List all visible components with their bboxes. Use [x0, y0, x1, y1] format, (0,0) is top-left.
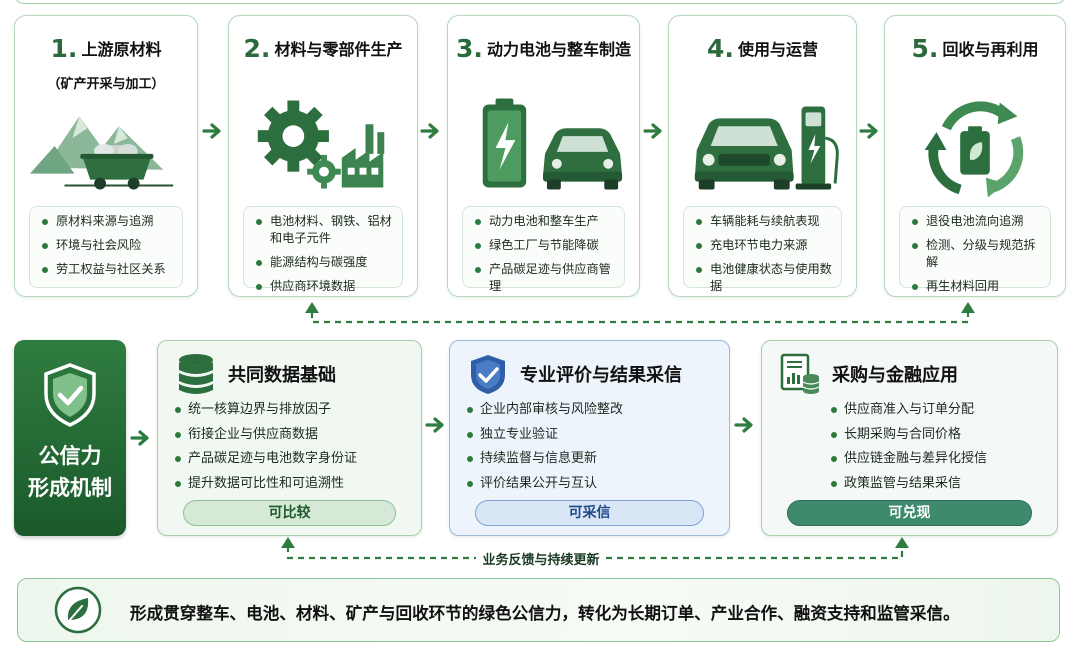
list-item: 政策监管与结果采信: [831, 476, 1049, 492]
mechanism-label: 公信力 形成机制: [14, 440, 126, 504]
conclusion-text: 形成贯穿整车、电池、材料、矿产与回收环节的绿色公信力，转化为长期订单、产业合作、…: [130, 604, 960, 623]
list-item: 衔接企业与供应商数据: [175, 427, 413, 443]
stage-number: 4.: [707, 34, 734, 63]
list-item: 劳工权益与社区关系: [42, 261, 174, 278]
stage-list: 退役电池流向追溯 检测、分级与规范拆解 再生材料回用: [899, 206, 1051, 293]
stage-title: 4.使用与运营: [669, 34, 856, 63]
car-charging-icon: [679, 88, 846, 203]
list-item: 检测、分级与规范拆解: [912, 237, 1042, 271]
status-badge: 可兑现: [787, 500, 1032, 526]
status-badge: 可比较: [183, 500, 396, 526]
arrow-right-icon: [734, 417, 753, 433]
box-data-foundation: 共同数据基础 统一核算边界与排放因子 衔接企业与供应商数据 产品碳足迹与电池数字…: [157, 340, 422, 536]
battery-car-icon: [458, 88, 629, 203]
box-title: 共同数据基础: [228, 365, 336, 386]
stage-title: 1.上游原材料: [15, 34, 197, 63]
list-item: 电池健康状态与使用数据: [696, 262, 832, 293]
database-icon: [179, 354, 213, 394]
feedback-label: 业务反馈与持续更新: [476, 549, 606, 568]
list-item: 电池材料、钢铁、铝材和电子元件: [256, 213, 394, 247]
mechanism-label-line1: 公信力: [38, 444, 102, 468]
stage-number: 2.: [243, 34, 271, 63]
list-item: 产品碳足迹与供应商管理: [475, 261, 616, 295]
list-item: 提升数据可比性和可追溯性: [175, 476, 413, 492]
recycle-battery-icon: [895, 88, 1055, 203]
list-item: 充电环节电力来源: [696, 237, 833, 254]
arrow-right-icon: [202, 123, 221, 139]
list-item: 供应商准入与订单分配: [831, 402, 1049, 418]
list-item: 供应商环境数据: [256, 278, 394, 295]
stage-title-text: 材料与零部件生产: [274, 40, 403, 59]
list-item: 再生材料回用: [912, 278, 1042, 295]
top-connector-line: [14, 0, 1066, 4]
stage-title-text: 回收与再利用: [942, 40, 1039, 59]
arrow-right-icon: [425, 417, 444, 433]
shield-check-icon: [471, 355, 505, 394]
list-item: 统一核算边界与排放因子: [175, 402, 413, 418]
stage-list: 电池材料、钢铁、铝材和电子元件 能源结构与碳强度 供应商环境数据: [243, 206, 403, 293]
list-item: 持续监督与信息更新: [467, 451, 721, 467]
stage-title-text: 动力电池与整车制造: [486, 40, 631, 59]
leaf-icon: [54, 586, 102, 634]
mechanism-label-line2: 形成机制: [28, 476, 112, 500]
stage-list: 动力电池和整车生产 绿色工厂与节能降碳 产品碳足迹与供应商管理: [462, 206, 625, 293]
report-database-icon: [780, 353, 820, 394]
stage-title: 3.动力电池与整车制造: [448, 34, 639, 63]
list-item: 绿色工厂与节能降碳: [475, 237, 616, 254]
stage-card-operation: 4.使用与运营 车辆能耗与续航表现 充电环节电力来源 电池健康状态与使用数据: [668, 15, 857, 297]
stage-card-manufacturing: 3.动力电池与整车制造 动力电池和整车生产 绿色工厂与节能降碳 产品碳足迹与供应…: [447, 15, 640, 297]
arrow-right-icon: [643, 123, 662, 139]
box-application: 采购与金融应用 供应商准入与订单分配 长期采购与合同价格 供应链金融与差异化授信…: [761, 340, 1058, 536]
stage-list: 原材料来源与追溯 环境与社会风险 劳工权益与社区关系: [29, 206, 183, 288]
mining-cart-icon: [25, 88, 187, 203]
arrow-right-icon: [130, 430, 149, 446]
list-item: 环境与社会风险: [42, 237, 174, 254]
shield-check-icon: [44, 363, 96, 427]
stage-card-upstream: 1.上游原材料 （矿产开采与加工） 原材料来源与追溯 环境与社会风险 劳工权益与…: [14, 15, 198, 297]
stage-number: 3.: [456, 34, 483, 63]
stage-list: 车辆能耗与续航表现 充电环节电力来源 电池健康状态与使用数据: [683, 206, 842, 293]
stage-title: 2.材料与零部件生产: [229, 34, 417, 63]
box-title: 专业评价与结果采信: [520, 365, 682, 386]
box-list: 供应商准入与订单分配 长期采购与合同价格 供应链金融与差异化授信 政策监管与结果…: [831, 402, 1049, 500]
mechanism-block: 公信力 形成机制: [14, 340, 126, 536]
stage-title: 5.回收与再利用: [885, 34, 1065, 63]
list-item: 退役电池流向追溯: [912, 213, 1042, 230]
stage-subtitle: （矿产开采与加工）: [47, 77, 165, 92]
box-title: 采购与金融应用: [832, 365, 958, 386]
gear-factory-icon: [239, 88, 407, 203]
list-item: 企业内部审核与风险整改: [467, 402, 721, 418]
box-evaluation: 专业评价与结果采信 企业内部审核与风险整改 独立专业验证 持续监督与信息更新 评…: [449, 340, 730, 536]
list-item: 动力电池和整车生产: [475, 213, 616, 230]
list-item: 长期采购与合同价格: [831, 427, 1049, 443]
list-item: 供应链金融与差异化授信: [831, 451, 1049, 467]
status-badge: 可采信: [475, 500, 704, 526]
stage-feedback-connector: [305, 302, 975, 324]
stage-number: 1.: [50, 34, 78, 63]
stage-title-text: 上游原材料: [81, 40, 162, 59]
stage-card-recycling: 5.回收与再利用 退役电池流向追溯 检测、分级与规范拆解 再生材料回用: [884, 15, 1066, 297]
box-list: 统一核算边界与排放因子 衔接企业与供应商数据 产品碳足迹与电池数字身份证 提升数…: [175, 402, 413, 500]
list-item: 能源结构与碳强度: [256, 254, 394, 271]
arrow-right-icon: [420, 123, 439, 139]
list-item: 评价结果公开与互认: [467, 476, 721, 492]
list-item: 原材料来源与追溯: [42, 213, 174, 230]
arrow-right-icon: [859, 123, 878, 139]
list-item: 车辆能耗与续航表现: [696, 213, 833, 230]
conclusion-banner: 形成贯穿整车、电池、材料、矿产与回收环节的绿色公信力，转化为长期订单、产业合作、…: [17, 578, 1060, 642]
box-list: 企业内部审核与风险整改 独立专业验证 持续监督与信息更新 评价结果公开与互认: [467, 402, 721, 500]
stage-card-materials: 2.材料与零部件生产: [228, 15, 418, 297]
list-item: 独立专业验证: [467, 427, 721, 443]
list-item: 产品碳足迹与电池数字身份证: [175, 451, 413, 467]
stage-title-text: 使用与运营: [737, 40, 818, 59]
stage-number: 5.: [911, 34, 939, 63]
